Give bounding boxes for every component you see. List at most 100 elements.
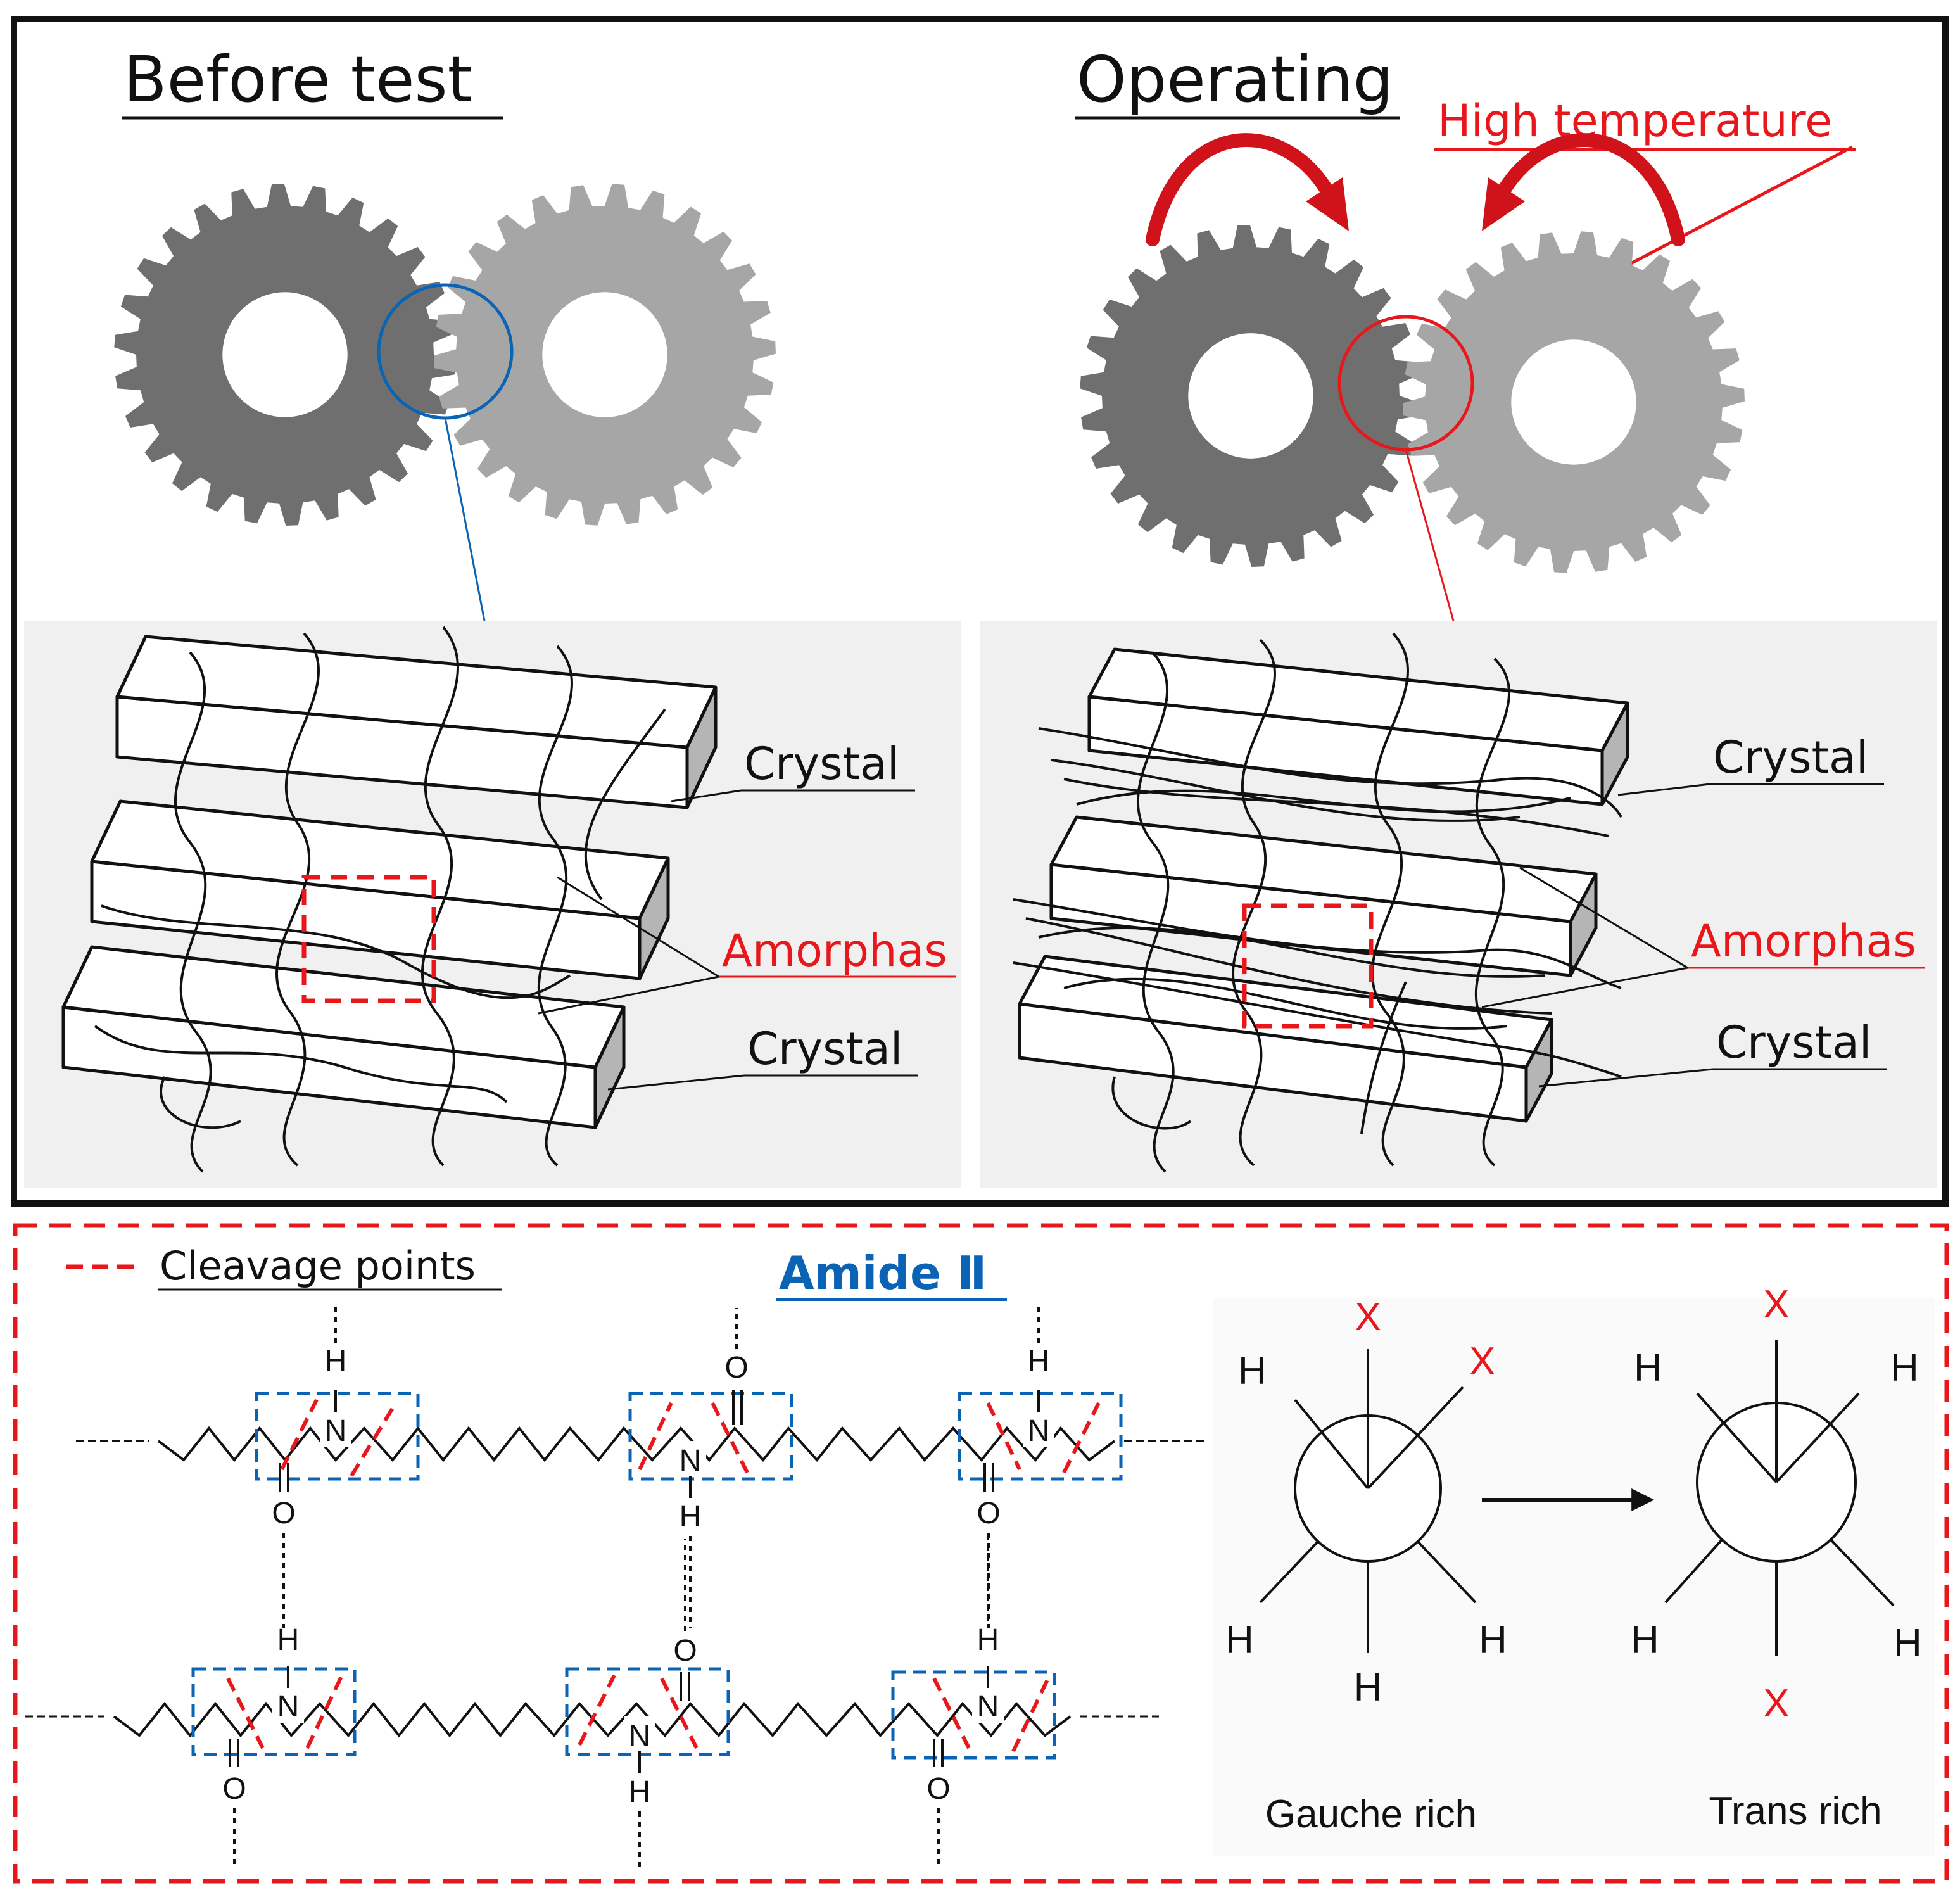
crystal-bar [1049, 815, 1598, 977]
newman-panel-bg [1213, 1298, 1935, 1856]
trans-sub-h-upper-right: H [1890, 1346, 1919, 1390]
cleavage-mark [1011, 1677, 1050, 1753]
before-crystal-bars [61, 635, 718, 1129]
back-bond [1259, 1540, 1319, 1604]
before-mesh-leader-line [444, 417, 486, 621]
crystal-bar [115, 635, 718, 809]
back-bond [1664, 1538, 1723, 1604]
gauche-sub-h-lower-left: H [1225, 1618, 1254, 1662]
cleavage-mark [578, 1674, 616, 1746]
operating-crystal-top-leader [1617, 783, 1710, 796]
before-cleavage-box [301, 875, 436, 1003]
amide-blue-box [958, 1392, 1123, 1481]
before-amorphous-chains [94, 626, 666, 1173]
gear-before-right-icon [434, 184, 776, 526]
cleavage-mark [638, 1402, 673, 1471]
front-bond [1294, 1398, 1369, 1490]
gear-before-left-icon [114, 184, 456, 526]
operating-amorphous-leader [1519, 866, 1688, 969]
atom-n: N [1028, 1414, 1050, 1448]
trans-sub-h-lower-left: H [1631, 1618, 1659, 1662]
operating-crystal-bars [1018, 647, 1629, 1123]
front-bond [1775, 1392, 1860, 1483]
rotation-arrow-right-icon [1497, 133, 1685, 246]
amide-blue-box [191, 1667, 357, 1756]
before-crystal-top-label: Crystal [744, 738, 899, 790]
atom-o: O [977, 1497, 1000, 1530]
cleavage-mark [1062, 1402, 1101, 1474]
gauche-sub-x-upper-right: X [1469, 1340, 1495, 1383]
polyamide-chain-lower [25, 1701, 1159, 1738]
amide-group-lower-3: N H O [891, 1533, 1056, 1865]
chain-backbone [113, 1701, 1072, 1738]
atom-n: N [629, 1720, 651, 1753]
amide-group-lower-2: N H O [565, 1539, 730, 1868]
amide-group-upper-1: N H O [255, 1305, 420, 1628]
atom-mask [674, 1441, 706, 1476]
atom-n: N [277, 1690, 300, 1723]
cleavage-mark [226, 1677, 265, 1749]
trans-sub-h-lower-right: H [1894, 1621, 1922, 1665]
amide-blue-box [565, 1667, 730, 1756]
trans-sub-h-upper-left: H [1634, 1346, 1662, 1390]
gauche-caption: Gauche rich [1265, 1792, 1477, 1836]
before-test-title: Before test [123, 42, 472, 117]
atom-o: O [272, 1497, 295, 1530]
atom-mask [320, 1412, 351, 1447]
atom-o: O [222, 1772, 246, 1806]
cleavage-legend-label: Cleavage points [160, 1243, 476, 1289]
crystal-bar [61, 945, 626, 1129]
cleavage-mark [305, 1674, 344, 1749]
atom-o: O [673, 1634, 697, 1668]
before-crystal-bottom-label: Crystal [747, 1023, 902, 1075]
atom-n: N [680, 1444, 702, 1478]
trans-sub-x-top: X [1763, 1283, 1789, 1326]
polyamide-chain-upper [76, 1426, 1206, 1462]
cleavage-mark [932, 1677, 971, 1749]
atom-h: H [277, 1623, 300, 1657]
atom-n: N [325, 1414, 347, 1448]
atom-h: H [680, 1500, 702, 1533]
cleavage-mark [711, 1402, 749, 1474]
rotation-arrowhead-right-icon [1482, 177, 1525, 231]
front-bond [1367, 1386, 1464, 1490]
operating-amorphous-label: Amorphas [1691, 915, 1916, 967]
gauche-sub-h-lower-right: H [1479, 1618, 1507, 1662]
cleavage-mark [280, 1398, 319, 1471]
chain-backbone [157, 1426, 1116, 1462]
operating-crystal-bottom-leader [1538, 1068, 1714, 1088]
gauche-sub-h-bottom: H [1354, 1666, 1382, 1709]
crystal-bar [90, 799, 670, 980]
amide-group-upper-2: N H O [628, 1308, 793, 1628]
operating-cleavage-box [1242, 903, 1374, 1029]
cleavage-mark [986, 1402, 1021, 1471]
before-crystal-bottom-leader [607, 1074, 745, 1091]
atom-n: N [977, 1690, 999, 1723]
before-amorphous-leader [538, 975, 719, 1015]
atom-mask [972, 1688, 1004, 1723]
before-amorphous-label: Amorphas [722, 925, 947, 977]
crystal-bar [1087, 647, 1629, 806]
amide-blue-box [891, 1670, 1056, 1760]
newman-trans [1664, 1340, 1895, 1656]
back-bond [1830, 1538, 1895, 1607]
cleavage-mark [660, 1677, 699, 1749]
atom-mask [272, 1688, 304, 1723]
operating-title: Operating [1077, 42, 1393, 117]
operating-crystal-top-label: Crystal [1713, 732, 1868, 783]
back-bond [1417, 1540, 1477, 1604]
gauche-sub-x-top: X [1355, 1295, 1381, 1339]
amide-group-upper-3: N H O [958, 1305, 1123, 1628]
atom-h: H [977, 1623, 999, 1657]
atom-h: H [629, 1775, 651, 1809]
atom-h: H [325, 1345, 347, 1378]
cleavage-mark [350, 1402, 398, 1477]
trans-sub-x-bottom: X [1763, 1682, 1789, 1725]
atom-mask [1023, 1412, 1054, 1447]
crystal-bar [1018, 955, 1553, 1123]
operating-amorphous-chains [1013, 632, 1622, 1173]
atom-mask [624, 1716, 655, 1751]
amide-blue-box [628, 1392, 793, 1481]
amide-ii-label: Amide Ⅱ [779, 1246, 987, 1300]
